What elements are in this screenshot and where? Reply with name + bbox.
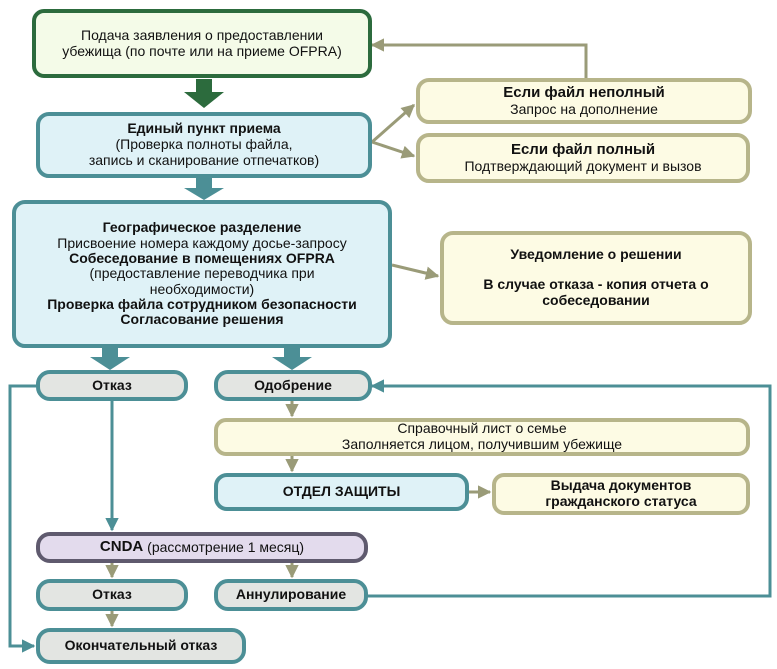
complete-title: Если файл полный [510,140,656,158]
processing-interpreter-1: (предоставление переводчика при [89,265,315,282]
processing-numbering: Присвоение номера каждому досье-запросу [57,234,347,251]
cnda-box: CNDA (рассмотрение 1 месяц) [36,532,368,563]
submit-application-box: Подача заявления о предоставлении убежищ… [32,9,372,78]
arrow-intake-to-incomplete [371,103,416,144]
final-refusal-label: Окончательный отказ [64,637,218,654]
incomplete-title: Если файл неполный [503,83,665,101]
complete-file-box: Если файл полный Подтверждающий документ… [416,133,750,183]
annulment-label: Аннулирование [235,586,347,603]
refusal-box: Отказ [36,370,188,401]
submit-line-1: Подача заявления о предоставлении [81,26,323,43]
civil-docs-line-2: гражданского статуса [545,493,697,509]
processing-security-check: Проверка файла сотрудником безопасности [47,296,357,313]
family-title: Справочный лист о семье [397,420,567,437]
arrow-submit-to-intake [184,79,224,108]
notification-title: Уведомление о решении [510,246,682,263]
incomplete-file-box: Если файл неполный Запрос на дополнение [416,78,752,124]
arrow-processing-to-approval [272,348,312,370]
cnda-name: CNDA [99,538,144,556]
civil-docs-line-1: Выдача документов [550,477,692,494]
arrow-processing-to-refusal [90,348,130,370]
arrow-processing-to-notification [391,263,440,280]
approval-label: Одобрение [254,376,332,393]
family-sheet-box: Справочный лист о семье Заполняется лицо… [214,418,750,456]
arrow-refusal-to-final-refusal [8,384,36,653]
intake-line-1: (Проверка полноты файла, [115,136,293,153]
arrow-intake-to-processing [184,178,224,200]
arrow-annulment-to-approval [368,379,772,598]
family-text: Заполняется лицом, получившим убежище [341,436,623,452]
arrow-incomplete-to-submit [370,38,588,78]
protection-department-box: ОТДЕЛ ЗАЩИТЫ [214,473,469,511]
cnda-detail: (рассмотрение 1 месяц) [143,538,305,555]
intake-title: Единый пункт приема [127,120,281,137]
intake-line-2: запись и сканирование отпечатков) [88,151,320,168]
cnda-refusal-box: Отказ [36,579,188,611]
notification-line-1: В случае отказа - копия отчета о [483,276,709,293]
processing-geo-separation: Географическое разделение [102,219,302,236]
protection-label: ОТДЕЛ ЗАЩИТЫ [282,483,401,500]
refusal-label: Отказ [92,376,132,393]
annulment-box: Аннулирование [214,579,368,611]
incomplete-text: Запрос на дополнение [510,100,658,117]
cnda-refusal-label: Отказ [92,586,132,603]
decision-notification-box: Уведомление о решении В случае отказа - … [440,231,752,325]
civil-documents-box: Выдача документов гражданского статуса [492,473,750,515]
processing-interpreter-2: необходимости) [149,280,255,297]
processing-interview: Собеседование в помещениях OFPRA [69,249,335,266]
arrow-intake-to-complete [371,140,416,159]
approval-box: Одобрение [214,370,372,401]
complete-text: Подтверждающий документ и вызов [464,157,702,174]
processing-box: Географическое разделение Присвоение ном… [12,200,392,348]
notification-line-2: собеседовании [542,291,650,308]
single-intake-box: Единый пункт приема (Проверка полноты фа… [36,112,372,178]
submit-line-2: убежища (по почте или на приеме OFPRA) [62,42,342,59]
processing-decision: Согласование решения [120,311,284,328]
final-refusal-box: Окончательный отказ [36,628,246,664]
